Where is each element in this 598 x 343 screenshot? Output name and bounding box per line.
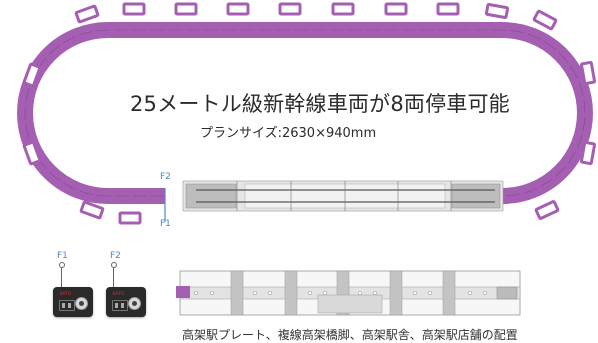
station-end-block (451, 183, 501, 209)
pier-marker (226, 2, 250, 16)
station-plan-bottom (176, 270, 521, 316)
plan-size-label: プランサイズ:2630×940mm (200, 126, 377, 141)
elevation-end-marker (176, 286, 190, 298)
pier-markers (22, 2, 597, 225)
pier-marker (118, 211, 142, 225)
pier-marker (122, 2, 146, 16)
pier-marker (384, 2, 408, 16)
pier-marker (436, 2, 460, 16)
station-end-block (185, 183, 237, 209)
controller-brand: KATO (60, 291, 72, 296)
elevation-pier (442, 270, 456, 316)
elevation-rail-ties (193, 290, 488, 296)
pier-marker (534, 200, 560, 220)
direction-switch (112, 300, 128, 311)
pier-marker (278, 2, 302, 16)
controller-plug (111, 262, 117, 268)
controller-label-f2: F2 (110, 251, 121, 261)
controller-brand: KATO (113, 291, 125, 296)
speed-knob-icon (75, 297, 88, 310)
diagram-title: 25メートル級新幹線車両が8両停車可能 (130, 92, 510, 116)
pier-marker (532, 9, 558, 31)
bottom-caption: 高架駅プレート、複線高架橋脚、高架駅舎、高架駅店舗の配置 (182, 328, 518, 342)
power-controller-f2: KATO (106, 287, 146, 317)
pier-marker (484, 2, 510, 20)
pier-marker (74, 4, 100, 24)
controller-label-f1: F1 (57, 251, 68, 261)
pier-marker (22, 140, 42, 166)
feeder-label-upper: F2 (160, 172, 171, 182)
elevation-station-building (317, 294, 383, 314)
pier-marker (579, 140, 597, 166)
speed-knob-icon (128, 297, 141, 310)
station-plan-top (182, 180, 504, 212)
pier-marker (331, 2, 355, 16)
controller-wire (113, 267, 114, 287)
elevation-buffer (496, 286, 518, 300)
feeder-label-lower: F1 (160, 219, 171, 229)
pier-marker (22, 62, 42, 88)
pier-marker (579, 60, 597, 86)
elevation-pier (389, 270, 403, 316)
elevation-pier (230, 270, 244, 316)
controller-plug (59, 262, 65, 268)
elevation-pier (284, 270, 298, 316)
controller-wire (61, 267, 62, 287)
direction-switch (59, 300, 75, 311)
pier-marker (174, 2, 198, 16)
power-controller-f1: KATO (53, 287, 93, 317)
pier-marker (79, 200, 105, 220)
